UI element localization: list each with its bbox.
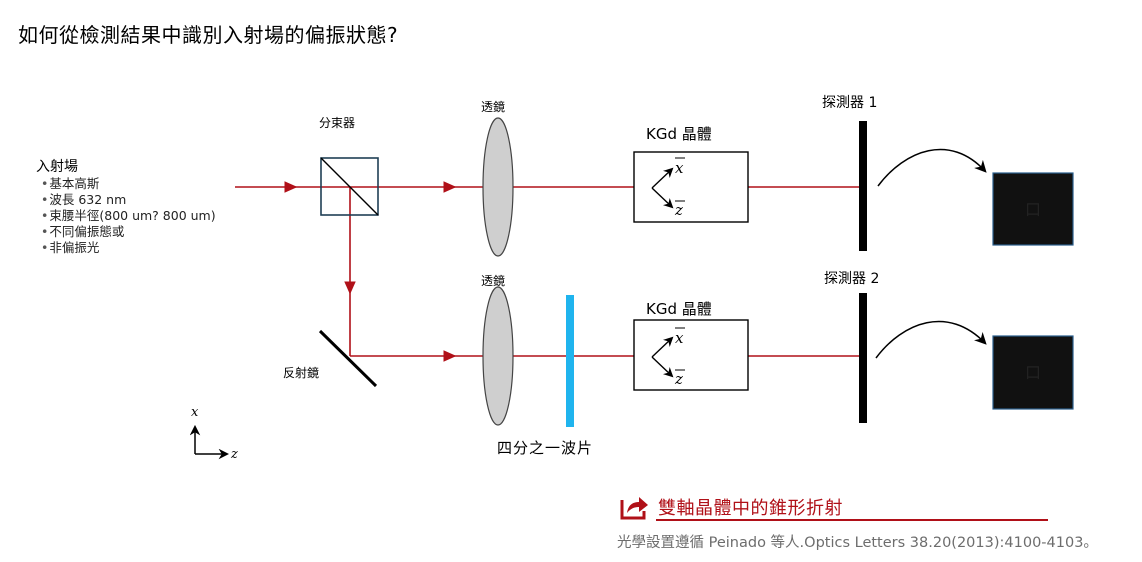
crystal-bottom-label: KGd 晶體: [646, 300, 712, 318]
beam-splitter: [320, 157, 379, 216]
beam-splitter-diagonal: [320, 157, 379, 216]
quarter-wave-plate: [566, 295, 574, 427]
crystal-top-axis-x-arrow: [651, 167, 674, 189]
crystal-bottom-axis-x-arrow: [651, 336, 674, 358]
source-bullet: •非偏振光: [41, 240, 100, 255]
screen-bottom: [992, 335, 1074, 410]
detector-top: [859, 121, 867, 251]
screen-bottom-glyph: 口: [1025, 363, 1041, 382]
mirror-label: 反射鏡: [283, 366, 320, 380]
screen-top-glyph: 口: [1025, 200, 1041, 219]
crystal-bottom: [633, 319, 749, 391]
coord-axis-z-label: z: [230, 447, 238, 462]
curved-arrow-bottom: [875, 320, 987, 359]
link-underline: [656, 519, 1048, 521]
detector-top-label: 探測器 1: [822, 95, 878, 111]
lens-bottom: [482, 286, 514, 426]
source-bullet: •基本高斯: [41, 176, 100, 191]
source-heading: 入射場: [36, 159, 78, 175]
page-title: 如何從檢測結果中識別入射場的偏振狀態?: [18, 23, 399, 47]
link-text: 雙軸晶體中的錐形折射: [658, 498, 843, 519]
conical-refraction-link[interactable]: 雙軸晶體中的錐形折射: [620, 494, 843, 520]
source-bullet-list: •基本高斯 •波長 632 nm •束腰半徑(800 um? 800 um) •…: [41, 176, 216, 256]
crystal-top-axis-z-label: z: [674, 201, 683, 219]
screen-top: [992, 172, 1074, 246]
citation: 光學設置遵循 Peinado 等人.Optics Letters 38.20(2…: [617, 535, 1098, 551]
crystal-top: [633, 151, 749, 223]
detector-bottom: [859, 293, 867, 423]
source-bullet: •波長 632 nm: [41, 192, 127, 207]
source-bullet: •束腰半徑(800 um? 800 um): [41, 208, 216, 223]
curved-arrow-top: [877, 148, 987, 187]
lens-top: [482, 117, 514, 257]
crystal-bottom-axis-z-label: z: [674, 370, 683, 388]
crystal-top-axis-x-label: x: [675, 159, 684, 177]
crystal-bottom-axis-z-arrow: [651, 356, 674, 378]
detector-bottom-label: 探測器 2: [824, 271, 880, 287]
lens-bottom-label: 透鏡: [481, 274, 506, 288]
crystal-bottom-axis-x-label: x: [675, 329, 684, 347]
lens-top-label: 透鏡: [481, 100, 506, 114]
crystal-top-axis-z-arrow: [651, 187, 674, 209]
beam-splitter-label: 分束器: [319, 116, 356, 130]
coord-axis-x-label: x: [191, 405, 199, 420]
crystal-top-label: KGd 晶體: [646, 125, 712, 143]
quarter-wave-plate-label: 四分之一波片: [497, 439, 594, 457]
share-arrow-icon: [620, 497, 648, 520]
mirror: [318, 329, 378, 388]
source-bullet: •不同偏振態或: [41, 224, 125, 239]
